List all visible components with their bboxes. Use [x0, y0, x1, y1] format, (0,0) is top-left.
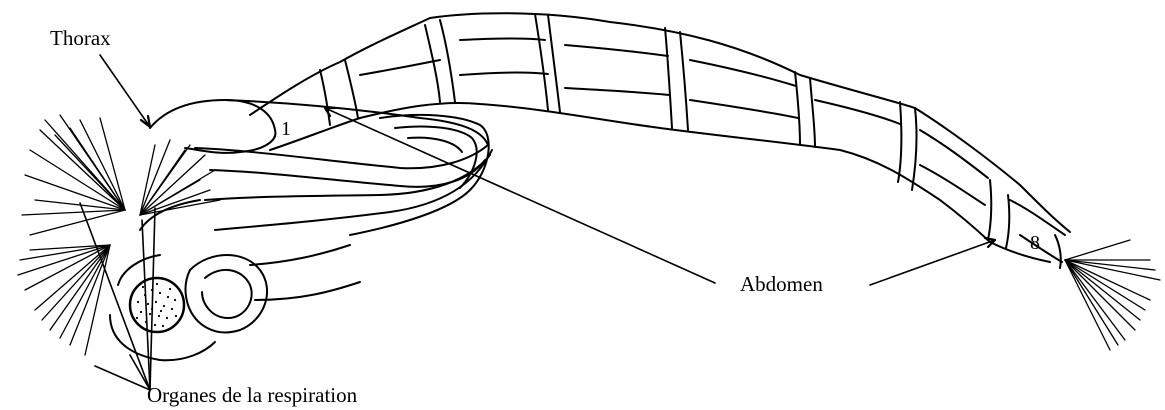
label-arrows [80, 55, 995, 390]
abdomen-label: Abdomen [740, 274, 823, 295]
thorax-label: Thorax [50, 28, 111, 49]
respiration-organs-label: Organes de la respiration [147, 385, 357, 406]
segment-1-number: 1 [281, 119, 291, 139]
segment-8-number: 8 [1030, 233, 1040, 253]
respiratory-sphere [130, 278, 184, 332]
